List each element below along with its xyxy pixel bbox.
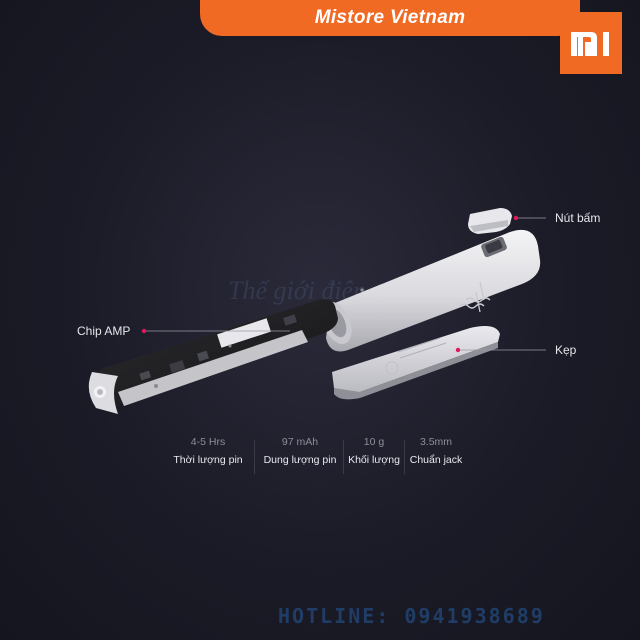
circuit-board bbox=[88, 299, 338, 414]
clip-part bbox=[332, 326, 500, 400]
spec-jack-value: 3.5mm bbox=[419, 436, 453, 448]
spec-battery-capacity-caption: Dung lượng pin bbox=[263, 454, 337, 466]
spec-weight: 10 g Khối lượng bbox=[346, 436, 402, 466]
spec-weight-caption: Khối lượng bbox=[348, 454, 400, 466]
callout-dot-clip bbox=[455, 347, 461, 353]
hotline-text: HOTLINE: 0941938689 bbox=[278, 604, 545, 628]
spec-jack-caption: Chuẩn jack bbox=[409, 454, 463, 466]
spec-weight-value: 10 g bbox=[363, 436, 385, 448]
spec-battery-life-caption: Thời lượng pin bbox=[173, 454, 243, 466]
spec-jack: 3.5mm Chuẩn jack bbox=[406, 436, 466, 466]
button-cap bbox=[468, 208, 512, 234]
spec-divider bbox=[343, 440, 344, 474]
device-housing bbox=[322, 229, 541, 352]
mi-logo-icon bbox=[560, 12, 622, 74]
label-button: Nút bấm bbox=[555, 211, 601, 225]
spec-divider bbox=[254, 440, 255, 474]
store-name: Mistore Vietnam bbox=[314, 7, 466, 28]
callout-dot-chip bbox=[141, 328, 147, 334]
label-clip: Kẹp bbox=[555, 343, 577, 357]
spec-divider bbox=[404, 440, 405, 474]
spring-contacts bbox=[459, 281, 491, 313]
spec-battery-life-value: 4-5 Hrs bbox=[190, 436, 226, 448]
spec-battery-capacity-value: 97 mAh bbox=[281, 436, 319, 448]
callout-dot-button bbox=[513, 215, 519, 221]
spec-battery-life: 4-5 Hrs Thời lượng pin bbox=[165, 436, 251, 466]
spec-battery-capacity: 97 mAh Dung lượng pin bbox=[258, 436, 342, 466]
label-chip-amp: Chip AMP bbox=[77, 324, 131, 338]
store-banner: Mistore Vietnam bbox=[200, 0, 580, 36]
